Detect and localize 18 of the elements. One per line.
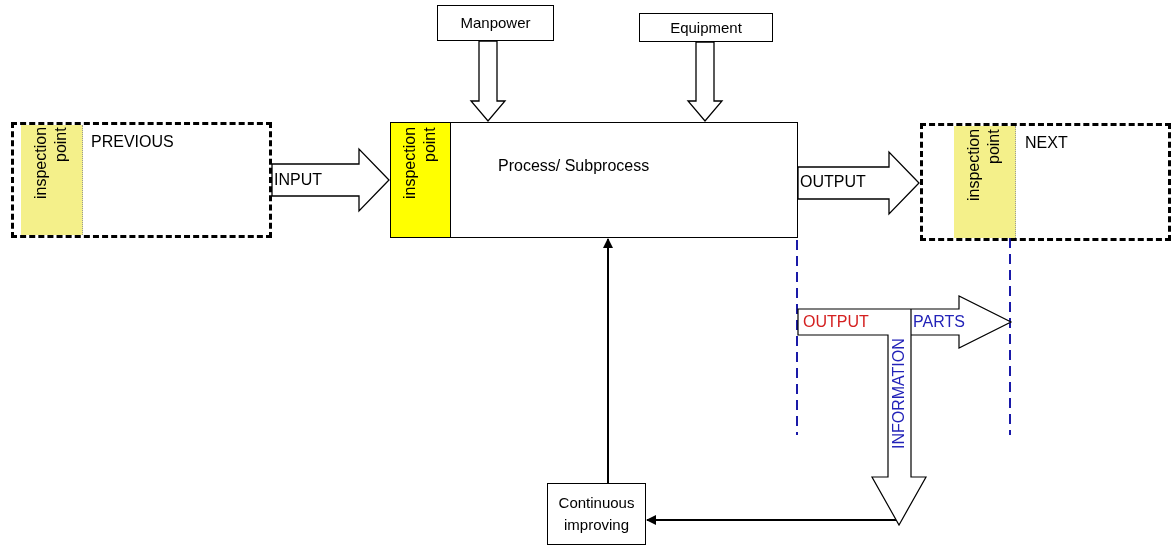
arrow [603, 238, 613, 484]
block-arrow [686, 41, 724, 122]
arrow-text: OUTPUT [803, 312, 869, 332]
stage-box [920, 123, 1171, 241]
arrow-text: INFORMATION [889, 338, 908, 451]
resource-box: Continuous improving [547, 483, 646, 545]
inspection-band: inspection point [954, 126, 1016, 238]
resource-box: Equipment [639, 13, 773, 42]
box-title: NEXT [1025, 134, 1068, 152]
arrow-text: PARTS [913, 312, 965, 332]
resource-box: Manpower [437, 5, 554, 41]
inspection-band: inspection point [391, 123, 451, 237]
process-box [390, 122, 798, 238]
block-arrow [469, 40, 507, 122]
inspection-band: inspection point [21, 125, 83, 235]
box-title: Process/ Subprocess [498, 157, 650, 175]
stage-box [11, 122, 272, 238]
box-title: PREVIOUS [91, 133, 174, 151]
